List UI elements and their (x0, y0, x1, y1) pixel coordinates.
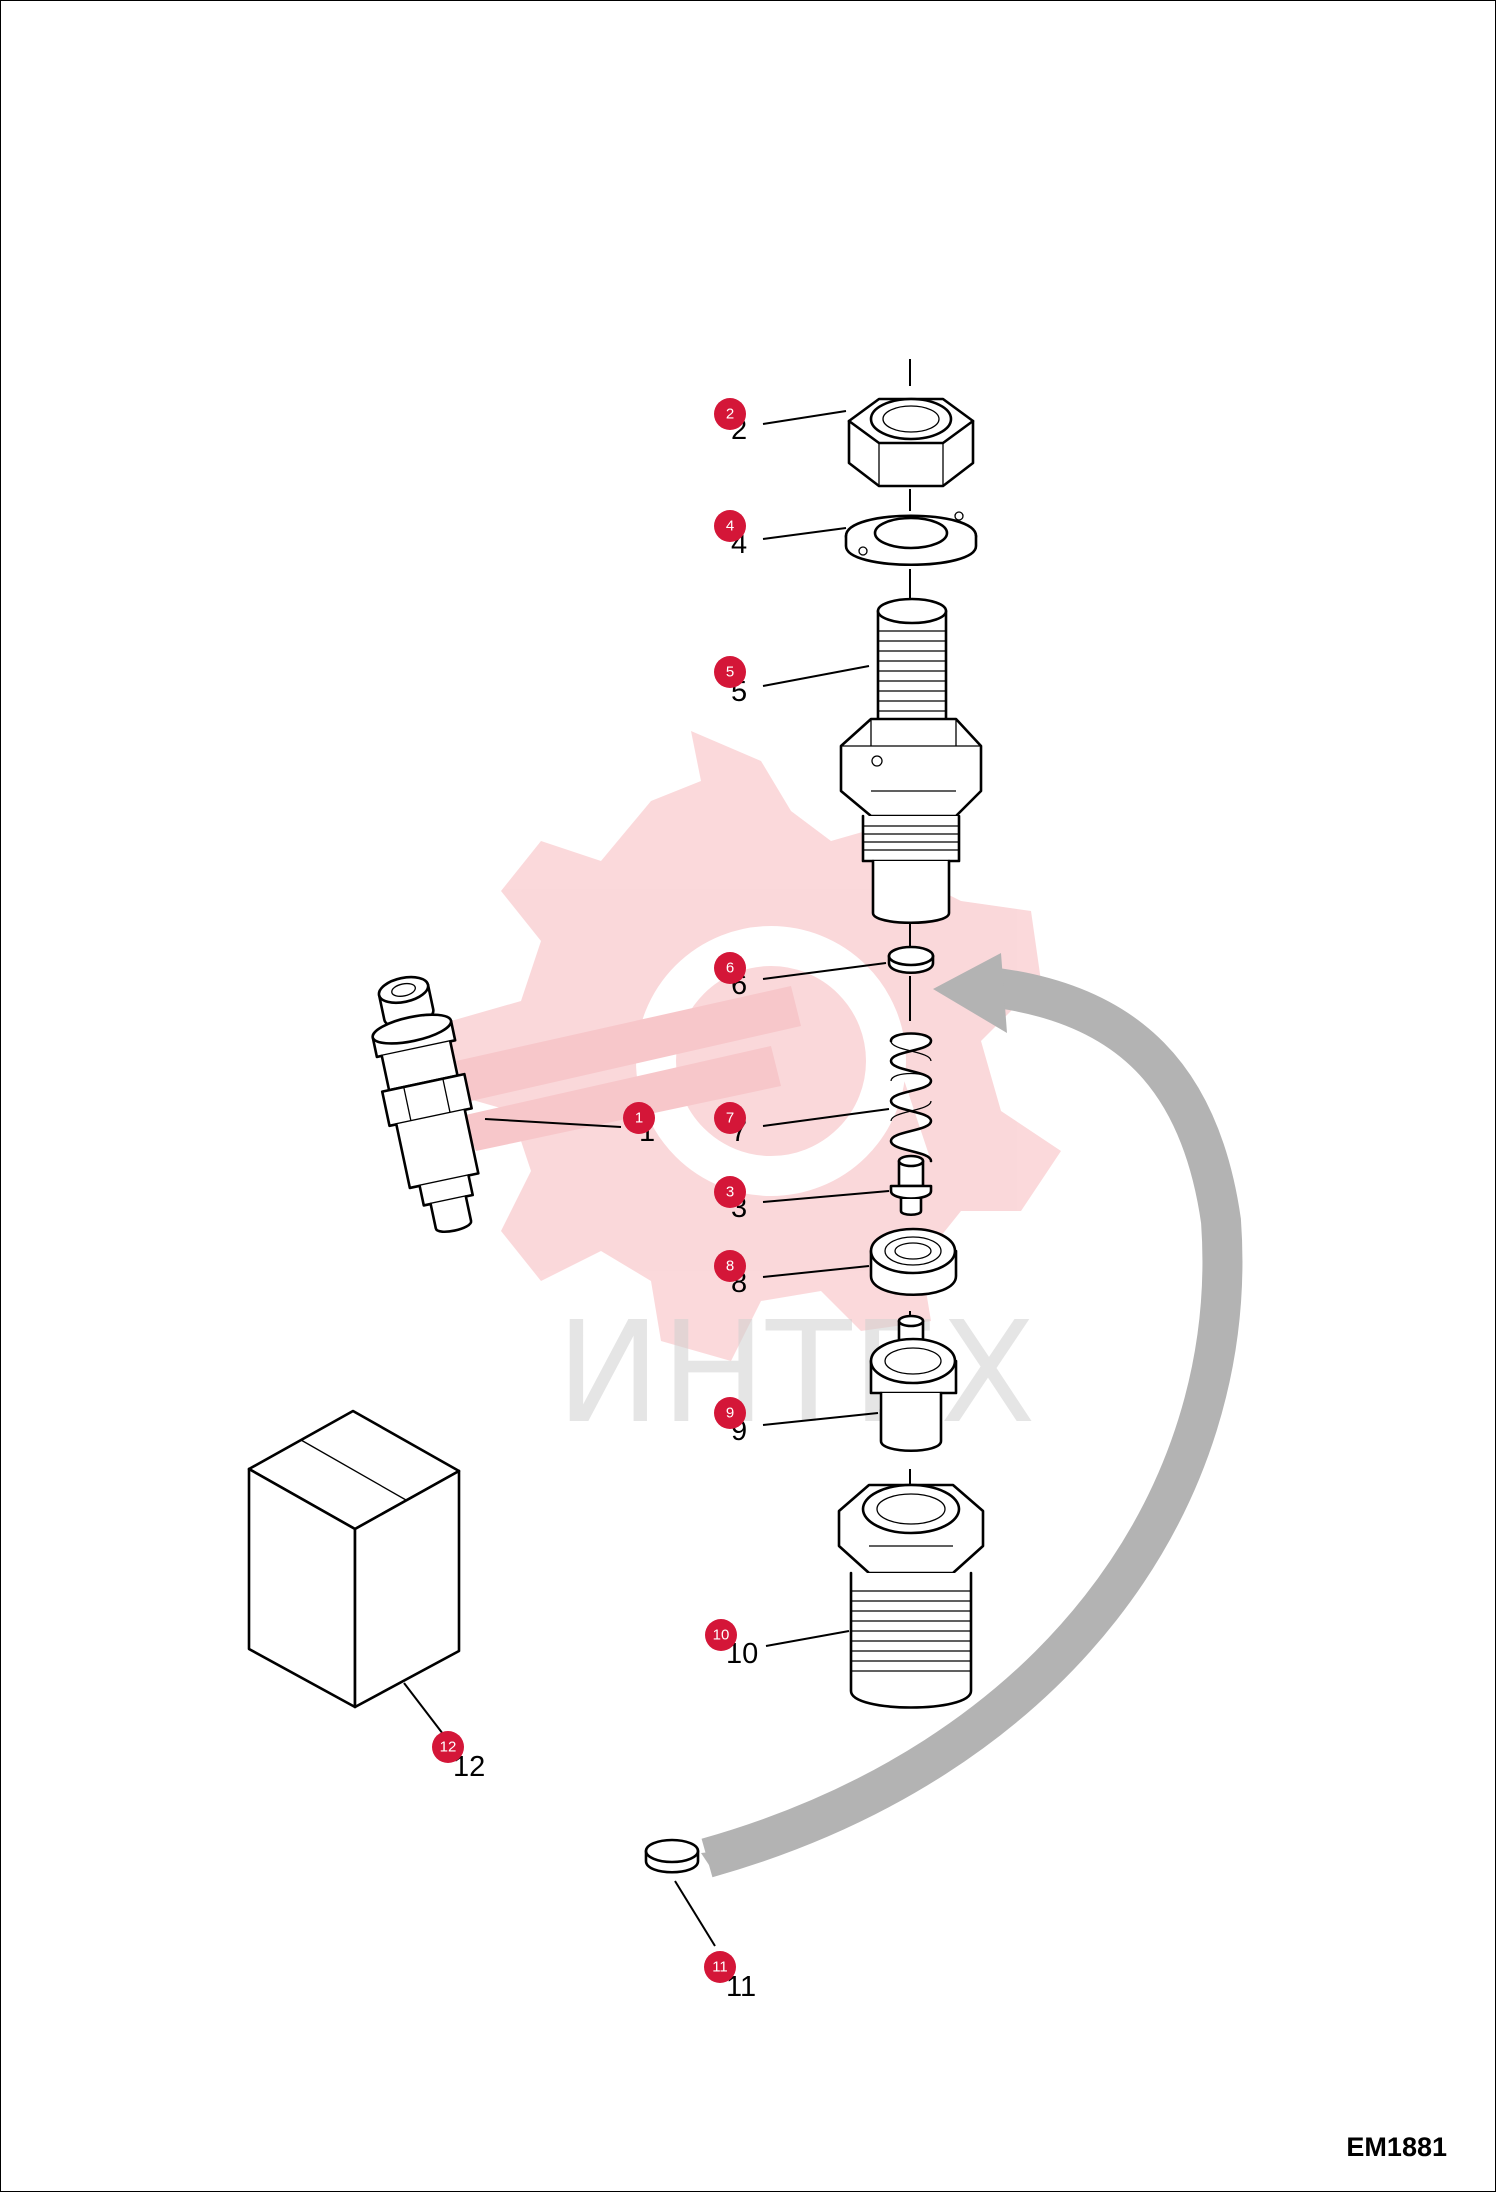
svg-text:9: 9 (726, 1405, 734, 1422)
assembly-arrow (701, 953, 1243, 1878)
badge-5[interactable]: 5 (714, 656, 746, 688)
part-10-retaining-nut (837, 1483, 985, 1709)
badge-10[interactable]: 10 (705, 1619, 737, 1651)
part-12-box (247, 1409, 461, 1709)
badge-1[interactable]: 1 (623, 1102, 655, 1134)
part-1-injector (371, 975, 480, 1233)
badge-2[interactable]: 2 (714, 398, 746, 430)
watermark-text: ИНТЕХ (556, 1292, 1036, 1455)
badge-7[interactable]: 7 (714, 1102, 746, 1134)
svg-text:2: 2 (726, 406, 734, 423)
watermark-logo (441, 731, 1061, 1361)
drawing-code: EM1881 (1346, 2132, 1447, 2162)
badges: 2 4 5 6 7 3 8 9 10 1 12 11 (432, 398, 746, 1983)
part-7-spring (889, 1032, 933, 1163)
watermark-pin (456, 986, 801, 1151)
svg-text:1: 1 (635, 1110, 643, 1127)
part-9-nozzle (869, 1314, 958, 1453)
svg-text:4: 4 (726, 518, 734, 535)
svg-text:7: 7 (726, 1110, 734, 1127)
leader-lines (403, 410, 890, 1947)
svg-text:3: 3 (726, 1184, 734, 1201)
part-3-spring-seat (889, 1154, 933, 1217)
svg-text:11: 11 (712, 1959, 728, 1976)
badge-8[interactable]: 8 (714, 1250, 746, 1282)
svg-text:8: 8 (726, 1258, 734, 1275)
part-11-plug (644, 1838, 700, 1874)
badge-6[interactable]: 6 (714, 952, 746, 984)
watermark-ring (636, 926, 906, 1196)
svg-text:6: 6 (726, 960, 734, 977)
badge-4[interactable]: 4 (714, 510, 746, 542)
svg-text:5: 5 (726, 664, 734, 681)
svg-text:12: 12 (440, 1739, 457, 1756)
part-6-shim (887, 945, 935, 974)
badge-9[interactable]: 9 (714, 1397, 746, 1429)
badge-11[interactable]: 11 (704, 1951, 736, 1983)
badge-3[interactable]: 3 (714, 1176, 746, 1208)
badge-12[interactable]: 12 (432, 1731, 464, 1763)
part-5-holder-body (839, 597, 983, 924)
part-8-intermediate-ring (869, 1227, 958, 1297)
part-4-gasket (844, 511, 978, 567)
part-2-nut (847, 397, 975, 488)
svg-text:10: 10 (713, 1627, 730, 1644)
